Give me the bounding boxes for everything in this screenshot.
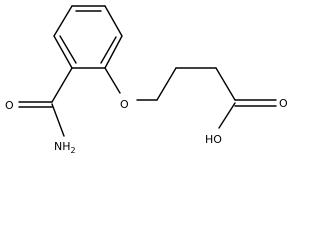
carboxamide-group: O NH2 — [5, 67, 76, 153]
ether-oxygen-label: O — [120, 98, 129, 111]
amide-nitrogen-label: NH2 — [54, 140, 76, 153]
ring-to-amide-carbon-bond — [51, 67, 73, 103]
chain-bond-1 — [156, 67, 177, 101]
acid-hydroxyl-label: HO — [205, 133, 222, 146]
ring-bond-3 — [104, 35, 123, 69]
acid-carbonyl-oxygen-label: O — [279, 97, 288, 110]
butanoic-acid-chain: O O HO — [104, 67, 288, 146]
acid-hydroxyl-bond — [218, 102, 236, 129]
ring-double-bond-left — [59, 35, 77, 64]
ring-bond-2 — [104, 5, 123, 37]
amide-oxygen-label: O — [5, 99, 14, 112]
chemical-structure: O NH2 O O HO — [5, 5, 288, 153]
ring-bond-6 — [53, 5, 73, 37]
ring-double-bond-right — [100, 36, 117, 64]
chain-bond-3 — [215, 67, 236, 101]
benzene-ring — [53, 5, 123, 69]
ring-bond-5 — [53, 35, 73, 69]
amide-carbon-nitrogen-bond — [51, 103, 65, 137]
ring-to-ether-oxygen-bond — [104, 67, 121, 94]
